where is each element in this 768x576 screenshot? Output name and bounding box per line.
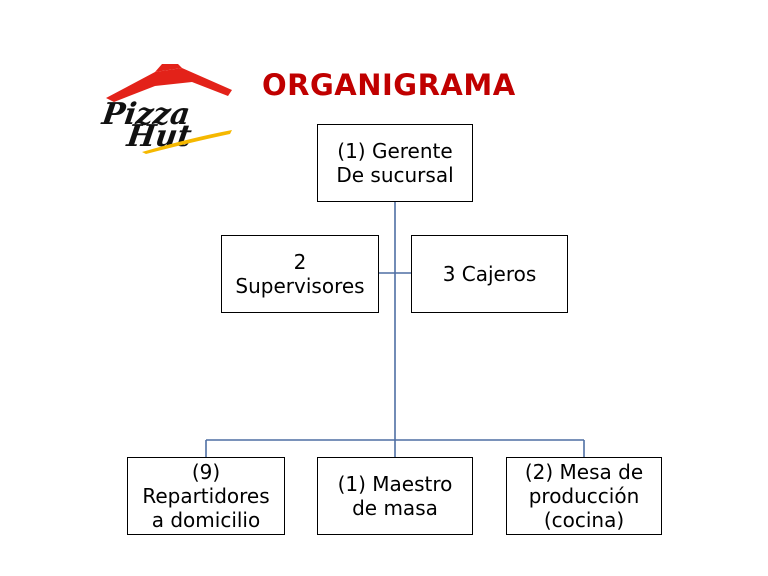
node-mesa: (2) Mesa de producción (cocina) bbox=[506, 457, 662, 535]
logo-text-pizza: Pizza bbox=[100, 97, 192, 132]
node-gerente: (1) Gerente De sucursal bbox=[317, 124, 473, 202]
pizza-hut-logo-graphic: Pizza Hut bbox=[99, 64, 232, 154]
logo-swoosh bbox=[142, 130, 232, 154]
roof-shape bbox=[106, 68, 232, 102]
roof-top bbox=[155, 64, 182, 72]
node-cajeros: 3 Cajeros bbox=[411, 235, 568, 313]
node-repartidores: (9) Repartidores a domicilio bbox=[127, 457, 285, 535]
pizza-hut-logo: Pizza Hut bbox=[99, 60, 240, 155]
page-title: ORGANIGRAMA bbox=[262, 68, 516, 102]
node-maestro: (1) Maestro de masa bbox=[317, 457, 473, 535]
node-supervisores: 2 Supervisores bbox=[221, 235, 379, 313]
